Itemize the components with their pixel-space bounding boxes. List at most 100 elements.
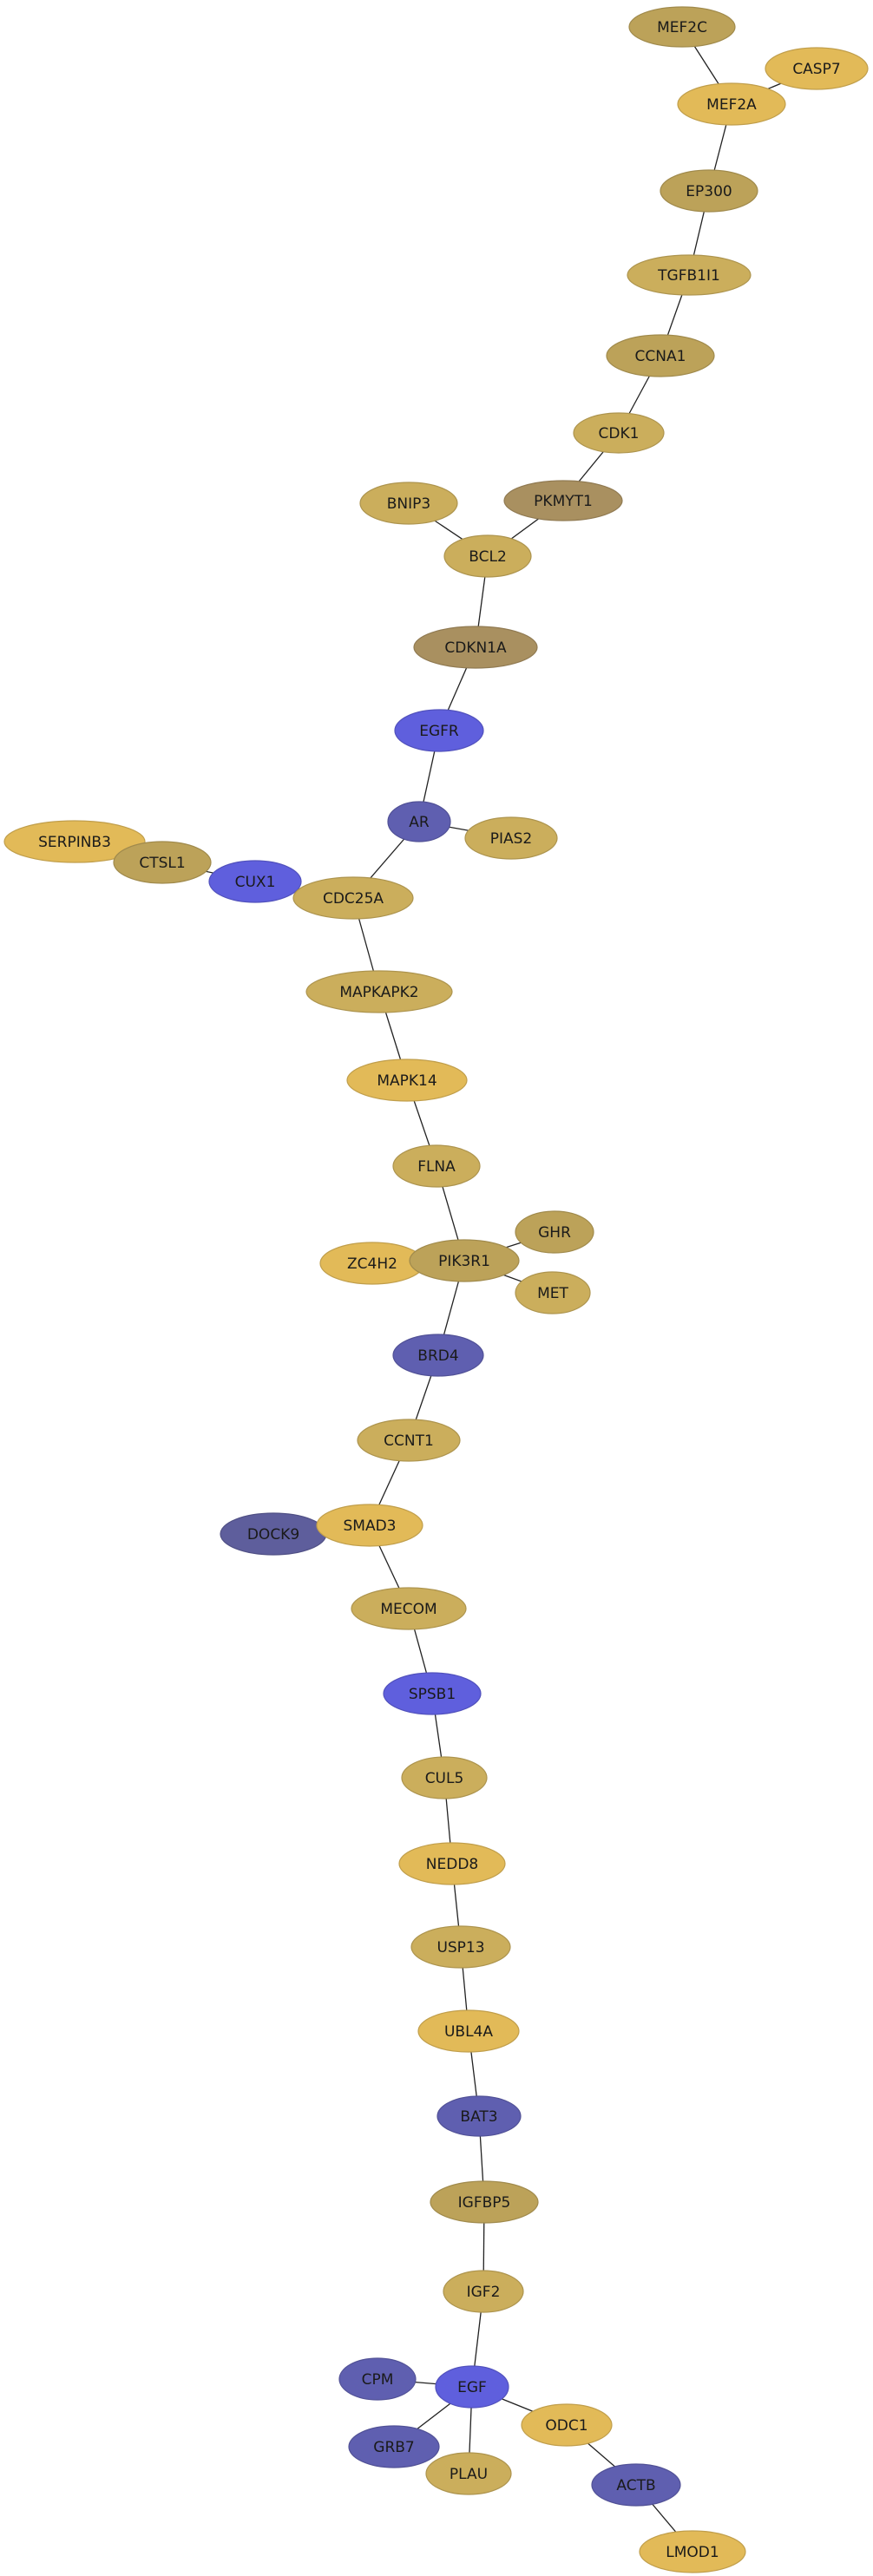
node-ellipse <box>409 1239 520 1282</box>
node-cul5[interactable]: CUL5 <box>401 1756 488 1799</box>
node-serpinb3[interactable]: SERPINB3 <box>3 820 146 863</box>
node-pik3r1[interactable]: PIK3R1 <box>409 1239 520 1282</box>
node-pias2[interactable]: PIAS2 <box>464 816 558 860</box>
node-ellipse <box>591 2463 681 2507</box>
node-bnip3[interactable]: BNIP3 <box>359 482 458 525</box>
node-label: BAT3 <box>460 2108 497 2126</box>
node-label: CDKN1A <box>444 639 507 657</box>
node-cdkn1a[interactable]: CDKN1A <box>413 626 538 669</box>
node-ellipse <box>392 1334 484 1377</box>
node-label: PKMYT1 <box>534 493 593 510</box>
node-spsb1[interactable]: SPSB1 <box>383 1672 482 1715</box>
node-mapk14[interactable]: MAPK14 <box>346 1059 468 1102</box>
node-ellipse <box>606 334 715 377</box>
node-ellipse <box>430 2180 539 2224</box>
node-label: PIAS2 <box>490 830 533 848</box>
node-bat3[interactable]: BAT3 <box>436 2095 522 2137</box>
node-label: CCNT1 <box>384 1432 434 1450</box>
node-brd4[interactable]: BRD4 <box>392 1334 484 1377</box>
node-dock9[interactable]: DOCK9 <box>220 1512 327 1556</box>
node-label: NEDD8 <box>426 1856 478 1873</box>
node-bcl2[interactable]: BCL2 <box>443 534 532 578</box>
node-ellipse <box>436 2095 522 2137</box>
node-label: PIK3R1 <box>438 1253 490 1270</box>
node-label: CUL5 <box>425 1770 464 1787</box>
node-mapkapk2[interactable]: MAPKAPK2 <box>305 970 453 1013</box>
node-label: MET <box>537 1285 568 1302</box>
node-grb7[interactable]: GRB7 <box>348 2425 440 2468</box>
node-label: GHR <box>538 1224 571 1242</box>
node-ellipse <box>305 970 453 1013</box>
node-mef2a[interactable]: MEF2A <box>677 82 786 126</box>
node-label: PLAU <box>450 2466 488 2483</box>
node-igf2[interactable]: IGF2 <box>443 2270 524 2313</box>
node-ellipse <box>113 841 212 884</box>
node-ccna1[interactable]: CCNA1 <box>606 334 715 377</box>
edge-layer <box>74 26 817 2553</box>
node-smad3[interactable]: SMAD3 <box>316 1504 423 1547</box>
node-ellipse <box>628 6 736 48</box>
node-egf[interactable]: EGF <box>435 2365 509 2409</box>
node-ellipse <box>346 1059 468 1102</box>
node-lmod1[interactable]: LMOD1 <box>639 2530 746 2573</box>
node-ellipse <box>464 816 558 860</box>
node-ellipse <box>348 2425 440 2468</box>
node-pkmyt1[interactable]: PKMYT1 <box>503 480 623 521</box>
node-ubl4a[interactable]: UBL4A <box>417 2009 520 2053</box>
node-ellipse <box>3 820 146 863</box>
node-label: MEF2C <box>657 19 707 36</box>
node-ellipse <box>410 1925 511 1969</box>
node-igfbp5[interactable]: IGFBP5 <box>430 2180 539 2224</box>
node-ctsl1[interactable]: CTSL1 <box>113 841 212 884</box>
node-label: CUX1 <box>235 874 276 891</box>
node-mecom[interactable]: MECOM <box>351 1587 467 1630</box>
node-label: BNIP3 <box>387 495 430 513</box>
node-actb[interactable]: ACTB <box>591 2463 681 2507</box>
node-tgfb1i1[interactable]: TGFB1I1 <box>627 254 752 296</box>
node-usp13[interactable]: USP13 <box>410 1925 511 1969</box>
node-cpm[interactable]: CPM <box>338 2357 417 2401</box>
node-label: EGF <box>457 2379 487 2396</box>
node-ellipse <box>573 412 665 454</box>
node-ellipse <box>351 1587 467 1630</box>
node-ellipse <box>357 1419 461 1462</box>
node-casp7[interactable]: CASP7 <box>765 47 869 90</box>
node-label: SERPINB3 <box>38 834 111 851</box>
node-ellipse <box>392 1144 481 1188</box>
node-label: CASP7 <box>792 61 840 78</box>
node-label: UBL4A <box>444 2023 493 2041</box>
node-label: ODC1 <box>545 2417 587 2435</box>
node-plau[interactable]: PLAU <box>425 2452 512 2495</box>
node-ellipse <box>515 1210 594 1254</box>
node-cux1[interactable]: CUX1 <box>208 860 302 903</box>
node-met[interactable]: MET <box>515 1271 591 1314</box>
node-ellipse <box>515 1271 591 1314</box>
node-ellipse <box>359 482 458 525</box>
node-ghr[interactable]: GHR <box>515 1210 594 1254</box>
node-nedd8[interactable]: NEDD8 <box>398 1842 506 1885</box>
node-label: GRB7 <box>373 2439 414 2456</box>
node-label: MECOM <box>380 1601 436 1618</box>
node-ellipse <box>394 709 484 752</box>
node-label: IGFBP5 <box>458 2194 511 2212</box>
node-zc4h2[interactable]: ZC4H2 <box>319 1242 425 1285</box>
node-odc1[interactable]: ODC1 <box>521 2403 613 2447</box>
node-label: ZC4H2 <box>347 1255 397 1273</box>
node-mef2c[interactable]: MEF2C <box>628 6 736 48</box>
node-ar[interactable]: AR <box>387 801 451 842</box>
node-label: MAPKAPK2 <box>339 984 418 1001</box>
node-label: MAPK14 <box>377 1072 436 1090</box>
node-cdk1[interactable]: CDK1 <box>573 412 665 454</box>
node-flna[interactable]: FLNA <box>392 1144 481 1188</box>
node-ep300[interactable]: EP300 <box>660 169 758 213</box>
node-cdc25a[interactable]: CDC25A <box>292 876 414 920</box>
node-label: LMOD1 <box>666 2544 719 2561</box>
node-label: CTSL1 <box>139 855 185 872</box>
node-ccnt1[interactable]: CCNT1 <box>357 1419 461 1462</box>
node-ellipse <box>401 1756 488 1799</box>
node-label: CDK1 <box>599 425 640 442</box>
node-egfr[interactable]: EGFR <box>394 709 484 752</box>
node-label: BRD4 <box>417 1347 458 1365</box>
